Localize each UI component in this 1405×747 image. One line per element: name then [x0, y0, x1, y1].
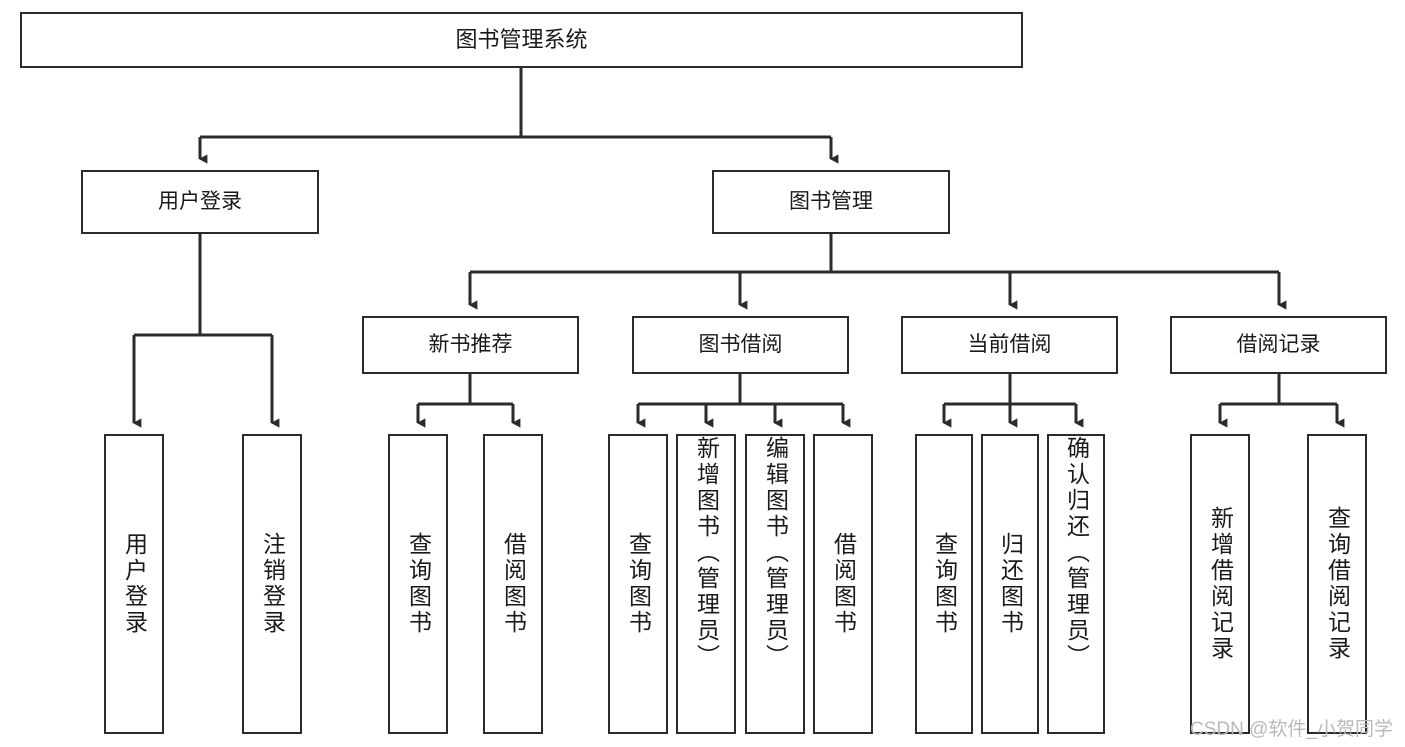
- node-label: 新书推荐: [428, 332, 513, 356]
- node-label: 图书管理: [789, 189, 873, 213]
- node-label: 归还图书: [997, 532, 1024, 636]
- leaf-user-login[interactable]: 用户登录: [104, 434, 164, 734]
- node-label: 借阅图书: [500, 532, 527, 636]
- node-label: 用户登录: [121, 532, 148, 636]
- node-label: 查询图书: [931, 532, 958, 636]
- leaf-query-books-current[interactable]: 查询图书: [915, 434, 973, 734]
- node-label: 确认归还（管理员）: [1063, 436, 1090, 670]
- leaf-query-books-borrow[interactable]: 查询图书: [608, 434, 668, 734]
- node-label: 注销登录: [259, 532, 286, 636]
- node-borrowing-records[interactable]: 借阅记录: [1170, 316, 1387, 374]
- node-label: 图书管理系统: [455, 27, 588, 53]
- node-label: 编辑图书（管理员）: [762, 436, 789, 670]
- leaf-confirm-return-admin[interactable]: 确认归还（管理员）: [1047, 434, 1105, 734]
- leaf-borrow-books-recommend[interactable]: 借阅图书: [483, 434, 543, 734]
- watermark: CSDN @软件_小贺同学: [1190, 719, 1393, 740]
- node-label: 新增图书（管理员）: [693, 436, 720, 670]
- node-label: 查询图书: [625, 532, 652, 636]
- leaf-query-borrow-record[interactable]: 查询借阅记录: [1307, 434, 1367, 734]
- node-book-management[interactable]: 图书管理: [712, 170, 950, 234]
- node-label: 借阅图书: [830, 532, 857, 636]
- node-user-login[interactable]: 用户登录: [81, 170, 319, 234]
- leaf-add-borrow-record[interactable]: 新增借阅记录: [1190, 434, 1250, 734]
- node-label: 图书借阅: [698, 332, 783, 356]
- node-current-borrowing[interactable]: 当前借阅: [901, 316, 1118, 374]
- node-label: 借阅记录: [1236, 332, 1321, 356]
- node-book-borrowing[interactable]: 图书借阅: [632, 316, 849, 374]
- leaf-return-books[interactable]: 归还图书: [981, 434, 1039, 734]
- node-label: 用户登录: [158, 189, 242, 213]
- node-label: 查询借阅记录: [1324, 506, 1351, 662]
- node-new-book-recommendation[interactable]: 新书推荐: [362, 316, 579, 374]
- node-label: 当前借阅: [967, 332, 1052, 356]
- node-label: 查询图书: [405, 532, 432, 636]
- node-label: 新增借阅记录: [1207, 506, 1234, 662]
- leaf-logout[interactable]: 注销登录: [242, 434, 302, 734]
- leaf-borrow-books[interactable]: 借阅图书: [813, 434, 873, 734]
- leaf-query-books-recommend[interactable]: 查询图书: [388, 434, 448, 734]
- leaf-add-book-admin[interactable]: 新增图书（管理员）: [676, 434, 736, 734]
- node-root-book-management-system[interactable]: 图书管理系统: [20, 12, 1023, 68]
- leaf-edit-book-admin[interactable]: 编辑图书（管理员）: [745, 434, 805, 734]
